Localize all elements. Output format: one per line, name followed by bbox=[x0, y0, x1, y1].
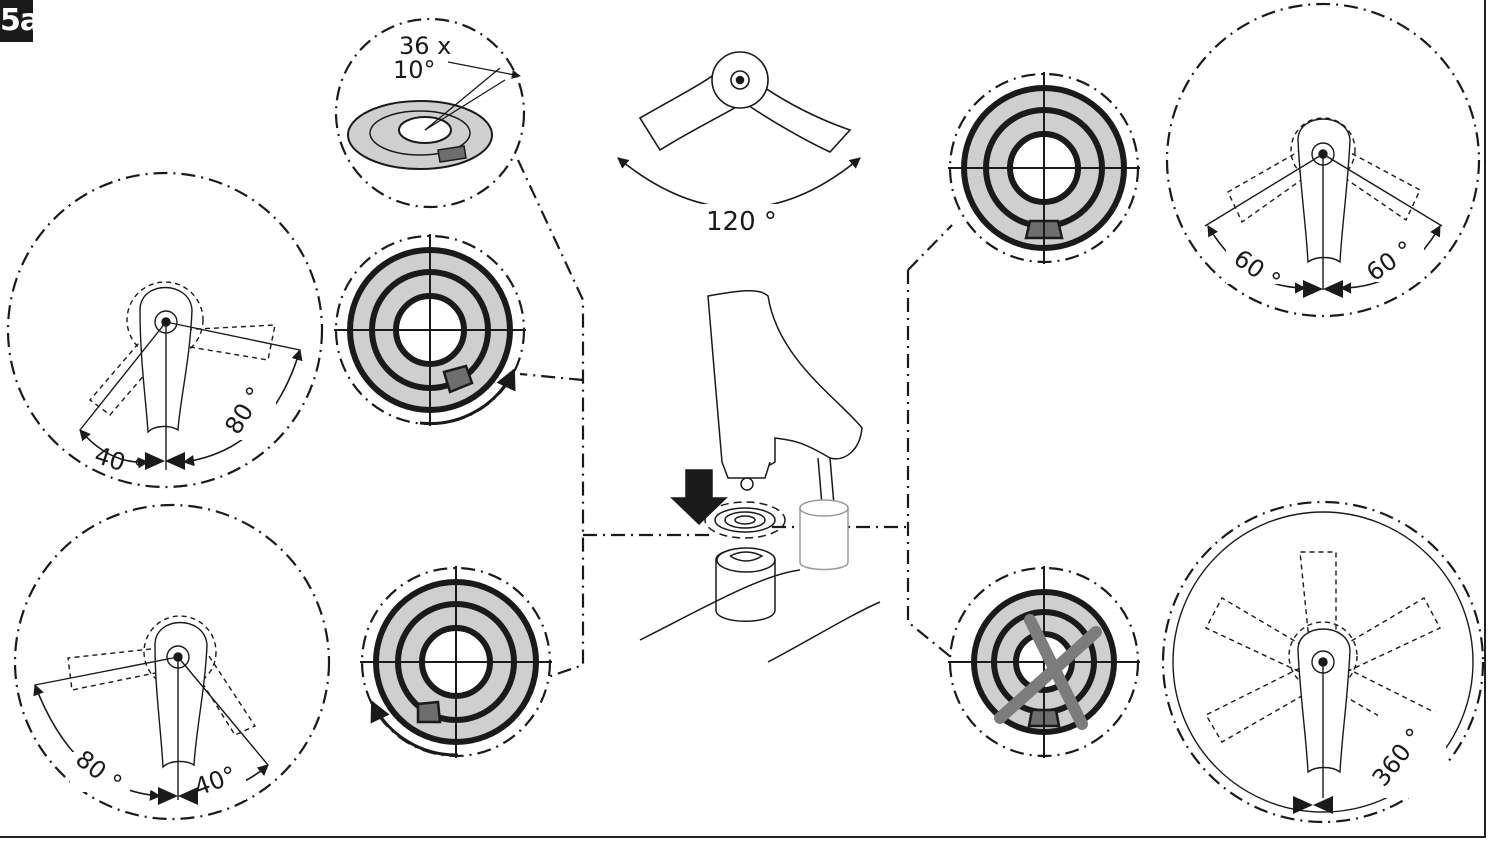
ring-angle-step-label: 10° bbox=[393, 56, 436, 84]
ring-angle-detail: 36 x 10° bbox=[347, 32, 521, 170]
detail-circle-handle-top-right bbox=[1165, 2, 1481, 318]
stop-markers bbox=[145, 280, 1343, 814]
faucet-illustration bbox=[639, 290, 881, 663]
detail-circle-handle-bottom-right bbox=[1161, 500, 1485, 824]
detail-circle-handle-top-left bbox=[6, 171, 324, 489]
ring-diagram-counterclockwise bbox=[360, 566, 552, 758]
figure-label: 5a bbox=[0, 3, 40, 38]
ring-diagram-top-right bbox=[948, 72, 1140, 264]
handle-diagram-top-left bbox=[79, 281, 303, 470]
figure-label-badge: 5a bbox=[0, 0, 40, 42]
spout-rotation-detail bbox=[617, 51, 861, 238]
handle-diagram-top-right bbox=[1204, 117, 1443, 294]
handle-diagram-bottom-left bbox=[33, 615, 269, 801]
detail-circle-ring-angle bbox=[334, 17, 526, 209]
not-allowed-cross bbox=[994, 614, 1102, 730]
ring-diagram-clockwise bbox=[334, 234, 526, 426]
handle-diagram-bottom-right bbox=[1172, 511, 1474, 813]
handle-top-left-left-angle: 40 ° bbox=[91, 441, 147, 483]
leader-lines bbox=[517, 159, 953, 679]
ring-angle-count-label: 36 x bbox=[399, 32, 451, 60]
spout-rotation-label: 120 ° bbox=[706, 207, 777, 237]
detail-circle-handle-bottom-left bbox=[13, 503, 331, 821]
ring-diagram-crossed bbox=[948, 566, 1140, 758]
